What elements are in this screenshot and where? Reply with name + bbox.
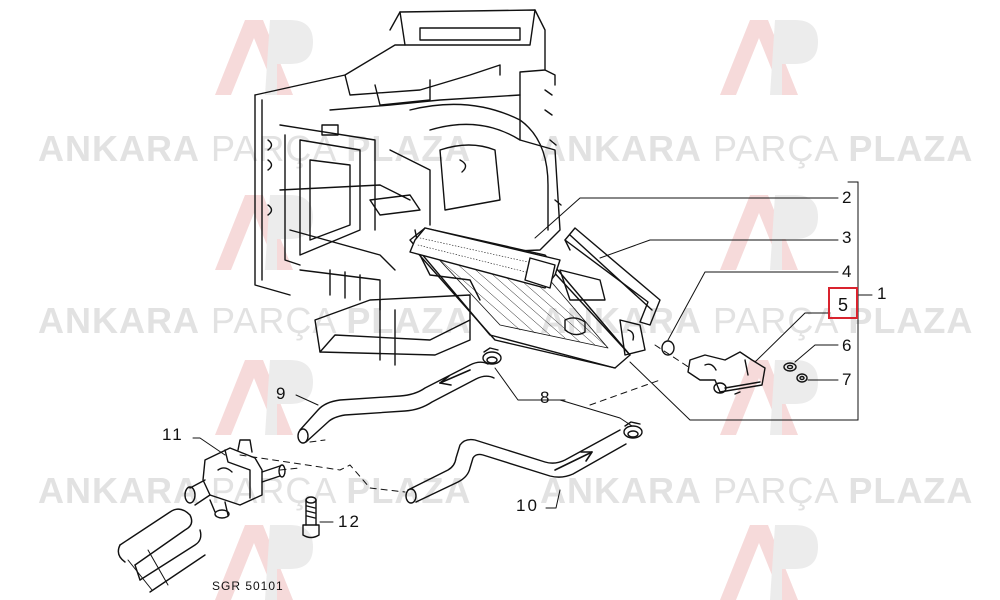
callout-9: 9 [276,384,288,403]
callout-10: 10 [516,496,539,515]
leader-lines [192,181,873,523]
water-valve [184,439,286,519]
valve-bracket [687,351,766,395]
watermark-logo-icon [215,20,818,600]
hose-10 [405,429,627,504]
watermark-text: ANKARA PARÇA PLAZA [38,128,472,169]
bolt [302,496,320,539]
callout-8: 8 [540,388,552,407]
seal-strip [564,227,661,326]
heater-housing [254,9,562,366]
callout-7: 7 [842,370,854,389]
callout-2: 2 [842,188,854,207]
callout-3: 3 [842,228,854,247]
assembly-guides [239,344,691,493]
coolant-pipes [117,508,206,593]
hose-clamp [482,347,502,365]
callout-5: 5 [838,295,851,315]
highlight-box [828,287,858,319]
o-ring [661,340,675,356]
watermark-text: ANKARA PARÇA PLAZA [38,300,472,341]
watermark-text: ANKARA PARÇA PLAZA [540,128,974,169]
foam-pad [409,227,561,289]
callout-1: 1 [877,284,889,303]
washer [783,362,797,372]
callout-6: 6 [842,336,854,355]
callout-12: 12 [338,512,361,531]
callout-11: 11 [162,425,184,444]
drawing-code: SGR 50101 [212,579,284,593]
hose-clamp [623,421,643,439]
hose-9 [297,361,495,444]
nut [796,373,808,383]
callout-4: 4 [842,262,854,281]
